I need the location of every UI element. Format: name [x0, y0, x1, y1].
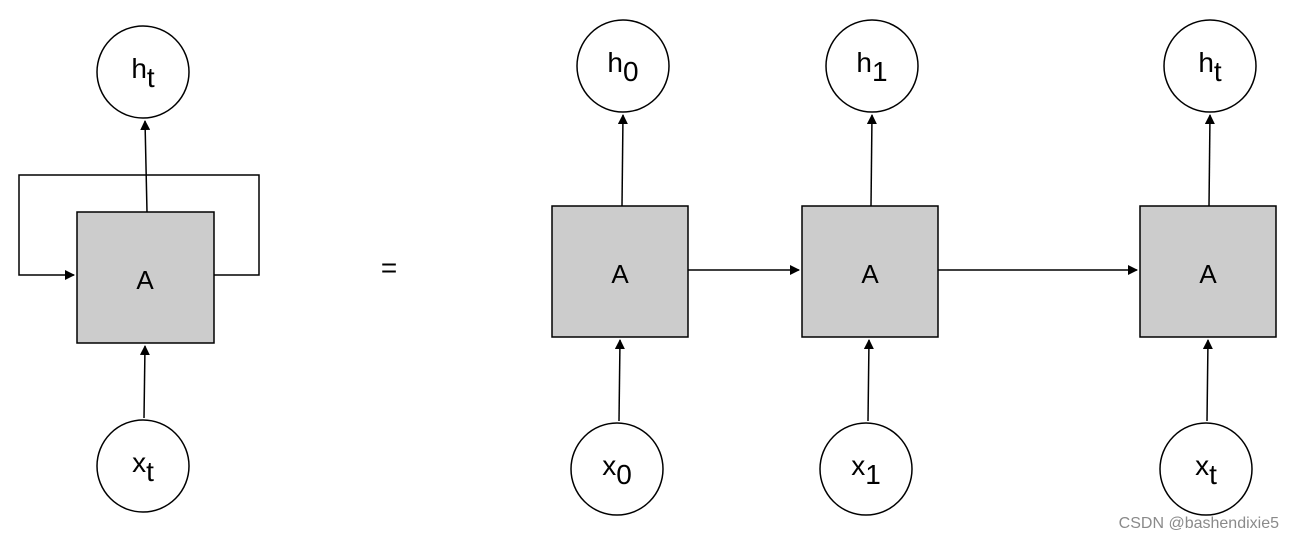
node-base-text: x — [851, 450, 865, 481]
recurrent-loop-arrow — [18, 174, 260, 280]
node-subscript-text: t — [147, 62, 155, 93]
rolled-input-arrow — [139, 345, 150, 419]
svg-text:h1: h1 — [856, 47, 887, 87]
cell-label: A — [1199, 259, 1217, 289]
svg-text:xt: xt — [132, 447, 154, 487]
node-base-text: x — [602, 450, 616, 481]
node-base-text: x — [1195, 450, 1209, 481]
output-node: h1 — [825, 19, 919, 113]
output-node: h0 — [576, 19, 670, 113]
node-subscript-text: t — [1214, 56, 1222, 87]
cell-box — [1139, 205, 1277, 338]
output-arrow — [617, 114, 628, 207]
node-subscript-text: 0 — [616, 459, 632, 490]
input-node: xt — [1159, 422, 1253, 516]
equals-sign: = — [381, 252, 397, 283]
rolled-output-arrow — [140, 120, 151, 213]
unrolled-step-1: A h1 x1 — [801, 19, 939, 516]
input-arrow — [863, 339, 874, 422]
node-subscript-text: 1 — [865, 459, 881, 490]
node-subscript-text: 1 — [872, 56, 888, 87]
cell-label: A — [861, 259, 879, 289]
node-base-text: x — [132, 447, 146, 478]
rolled-output-node: ht — [96, 25, 190, 119]
input-node: x1 — [819, 422, 913, 516]
svg-text:x0: x0 — [602, 450, 632, 490]
output-arrow — [1204, 114, 1215, 207]
unrolled-rnn: A h0 x0 A — [551, 19, 1277, 516]
cell-box — [801, 205, 939, 338]
node-base-text: h — [1198, 47, 1214, 78]
rolled-cell-box — [76, 211, 215, 344]
node-subscript-text: 0 — [623, 56, 639, 87]
svg-text:xt: xt — [1195, 450, 1217, 490]
watermark-text: CSDN @bashendixie5 — [1118, 515, 1279, 532]
unrolled-step-t: A ht xt — [1139, 19, 1277, 516]
node-base-text: h — [856, 47, 872, 78]
svg-text:ht: ht — [131, 53, 155, 93]
output-node: ht — [1163, 19, 1257, 113]
node-subscript-text: t — [146, 456, 154, 487]
output-arrow — [866, 114, 877, 207]
rolled-input-node: xt — [96, 419, 190, 513]
node-subscript-text: t — [1209, 459, 1217, 490]
input-arrow — [614, 339, 625, 422]
input-arrow — [1202, 339, 1213, 422]
rolled-rnn: A ht xt — [18, 25, 260, 513]
svg-text:h0: h0 — [607, 47, 638, 87]
svg-text:x1: x1 — [851, 450, 881, 490]
svg-text:ht: ht — [1198, 47, 1222, 87]
cell-box — [551, 205, 689, 338]
cell-label: A — [611, 259, 629, 289]
node-base-text: h — [131, 53, 147, 84]
unrolled-step-0: A h0 x0 — [551, 19, 689, 516]
node-base-text: h — [607, 47, 623, 78]
rolled-cell-label: A — [136, 265, 154, 295]
input-node: x0 — [570, 422, 664, 516]
